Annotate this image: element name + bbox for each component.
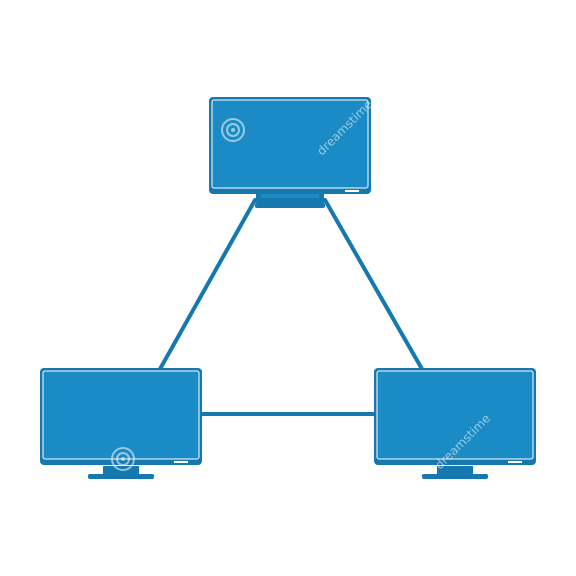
dreamstime-logo-icon <box>221 118 245 142</box>
dreamstime-logo-icon <box>111 447 135 471</box>
link-top-left <box>158 198 257 371</box>
monitor-top <box>209 97 371 208</box>
monitor-left <box>40 368 202 479</box>
monitor-icon <box>209 97 371 208</box>
connections <box>158 198 424 416</box>
link-top-right <box>323 198 424 371</box>
monitor-icon <box>374 368 536 479</box>
monitor-right <box>374 368 536 479</box>
monitor-icon <box>40 368 202 479</box>
